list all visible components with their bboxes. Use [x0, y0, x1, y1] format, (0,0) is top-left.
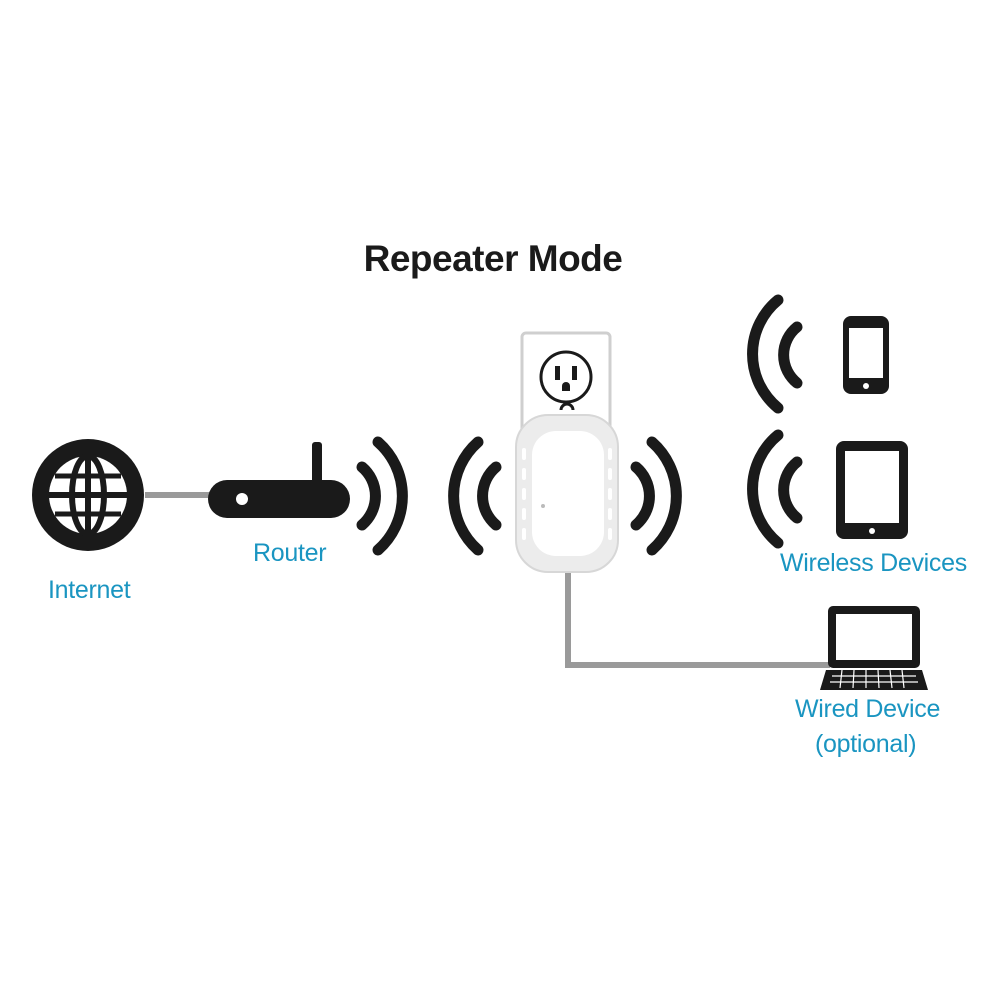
globe-icon: [32, 439, 144, 551]
smartphone-icon: [843, 316, 889, 394]
repeater-receive-signal-icon: [448, 436, 502, 556]
tablet-icon: [836, 441, 908, 539]
router-label: Router: [253, 539, 327, 567]
phone-signal-icon: [747, 294, 803, 414]
wireless-devices-label: Wireless Devices: [780, 549, 967, 577]
laptop-icon: [820, 606, 928, 690]
tablet-signal-icon: [747, 429, 803, 549]
diagram-title: Repeater Mode: [363, 238, 623, 279]
wall-plug-repeater-icon: [515, 414, 619, 573]
wired-device-optional-label: (optional): [815, 730, 917, 758]
wired-device-label: Wired Device: [795, 695, 941, 723]
internet-label: Internet: [48, 576, 131, 604]
repeater-laptop-cable: [565, 570, 830, 668]
router-signal-icon: [356, 436, 408, 556]
repeater-transmit-signal-icon: [630, 436, 682, 556]
router-icon: [208, 442, 350, 518]
